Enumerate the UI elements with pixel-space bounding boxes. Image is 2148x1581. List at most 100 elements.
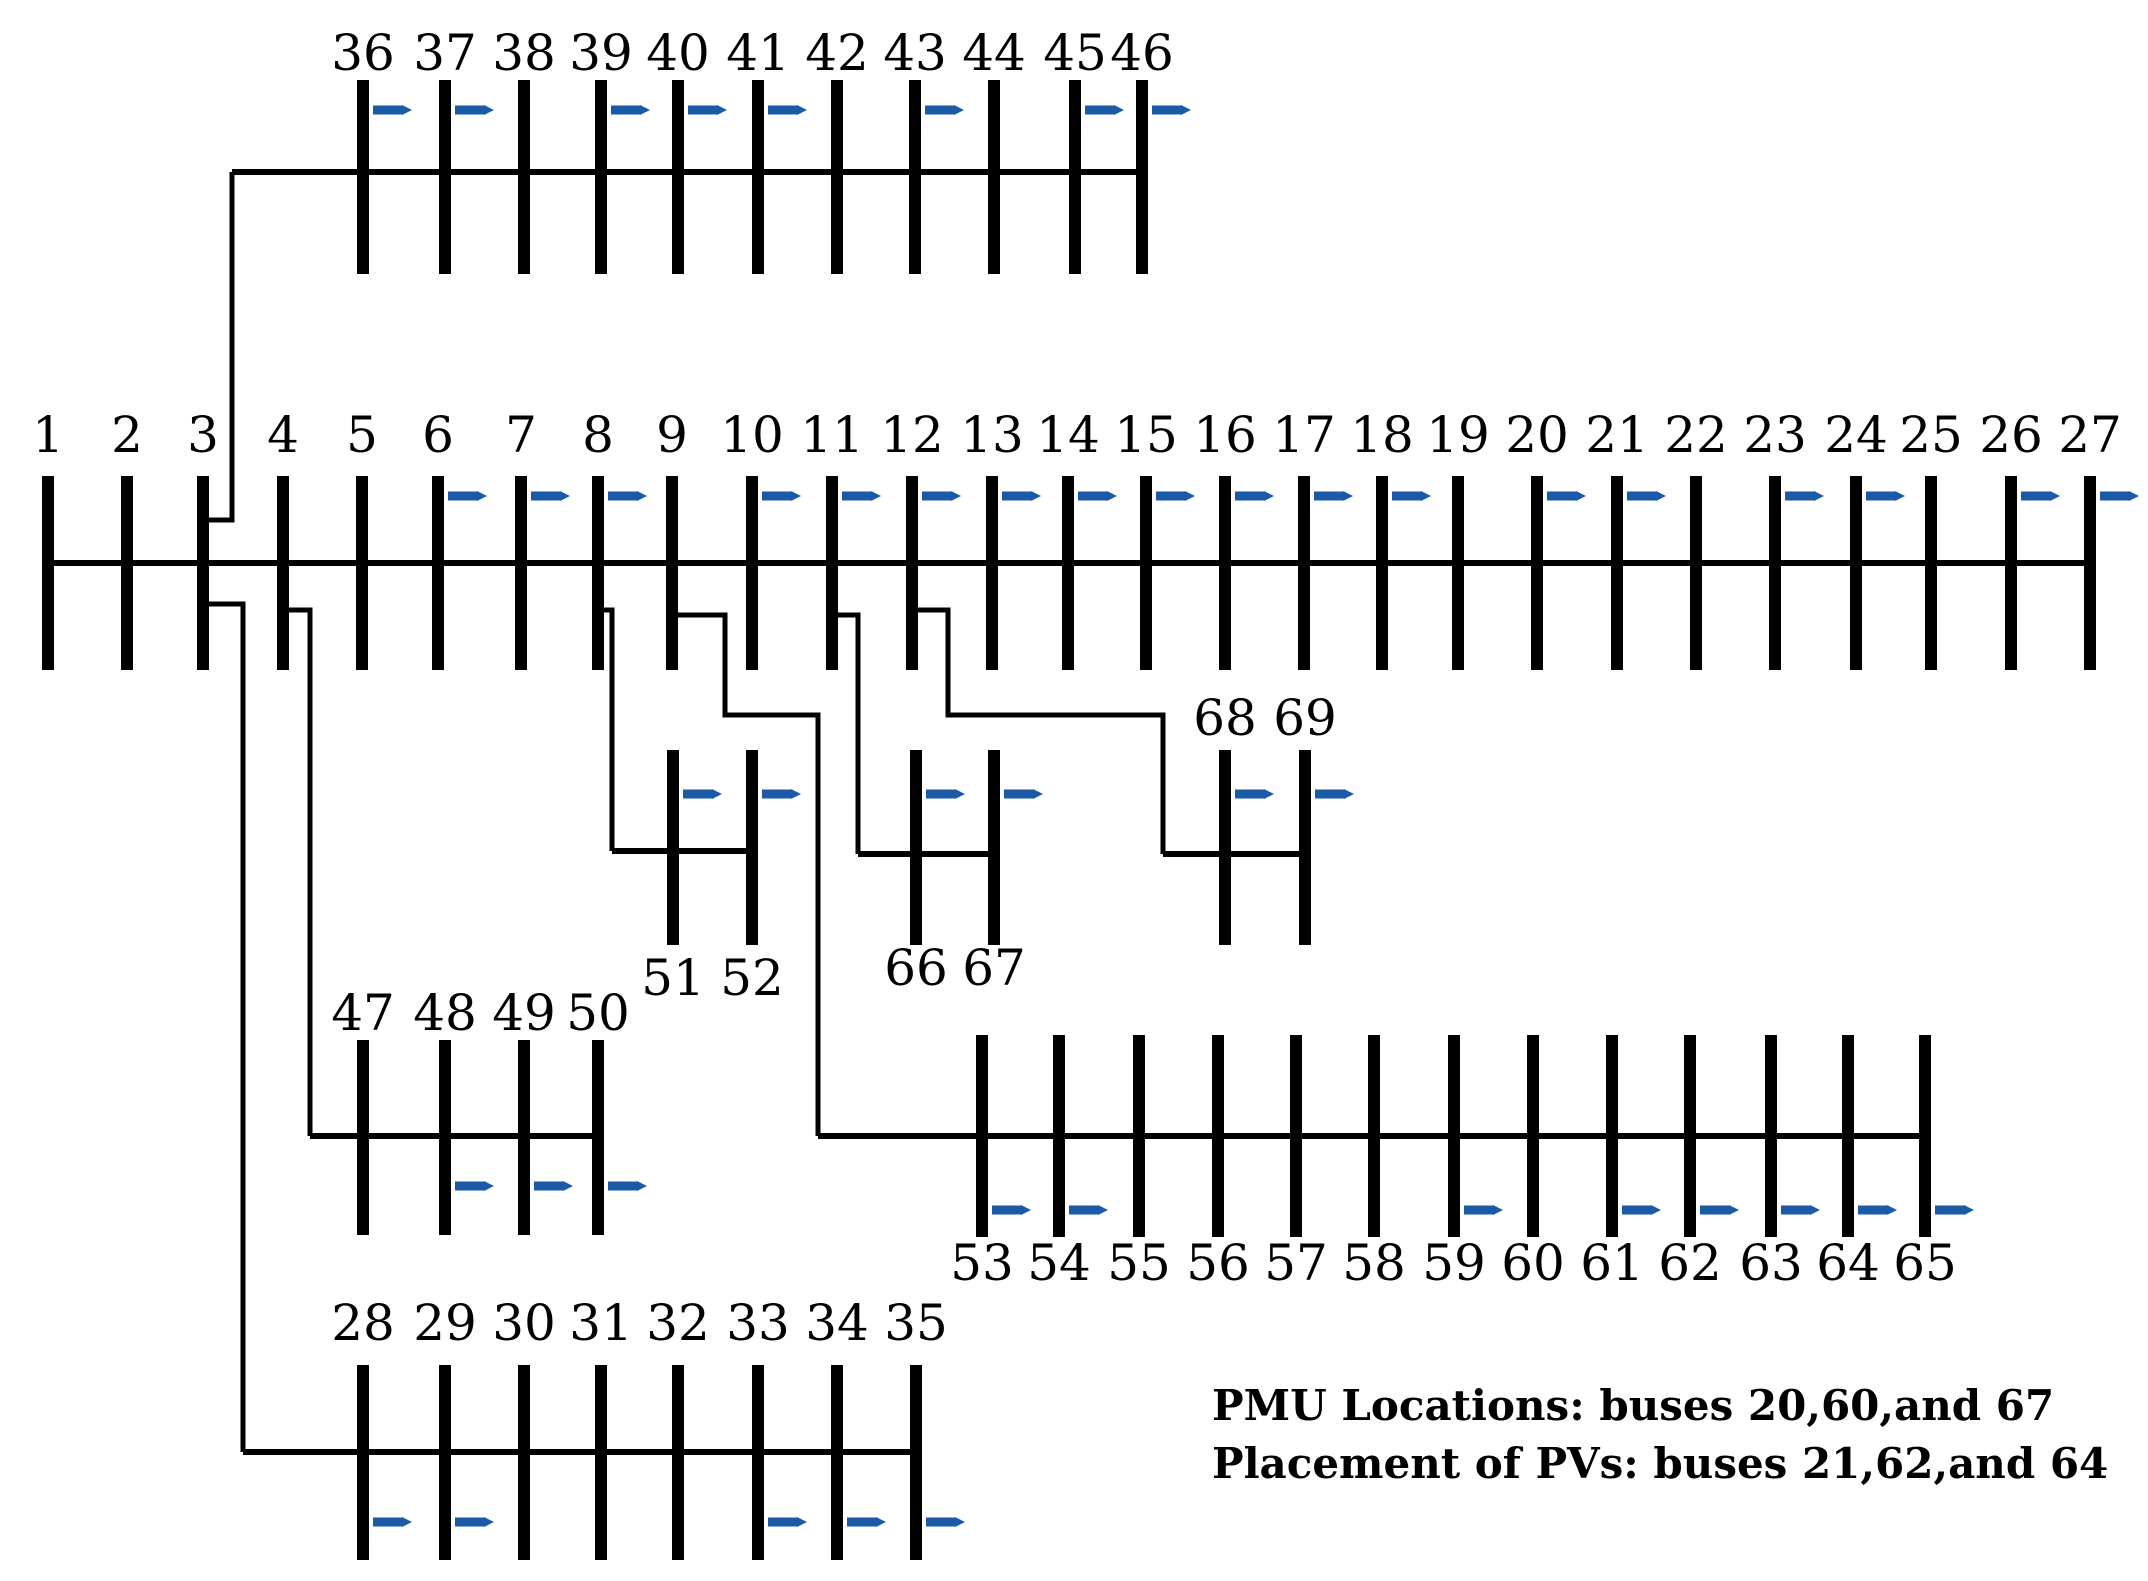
bus-label: 24 <box>1824 406 1888 464</box>
bus-60: 60 <box>1501 1035 1565 1292</box>
bus-label: 16 <box>1193 406 1257 464</box>
connector-line <box>672 612 821 1136</box>
bus-13: 13 <box>960 406 1041 670</box>
bus-66: 66 <box>884 750 965 997</box>
bus-2: 2 <box>111 406 143 670</box>
bus-label: 30 <box>492 1294 556 1352</box>
bus-43: 43 <box>883 24 964 274</box>
bus-label: 18 <box>1350 406 1414 464</box>
bus-label: 63 <box>1739 1234 1803 1292</box>
bus-18: 18 <box>1350 406 1431 670</box>
bus-label: 3 <box>187 406 219 464</box>
bus-label: 26 <box>1979 406 2043 464</box>
bus-label: 48 <box>413 984 477 1042</box>
bus-label: 57 <box>1264 1234 1328 1292</box>
bus-54: 54 <box>1027 1035 1108 1292</box>
connector-line <box>912 607 1166 854</box>
bus-label: 64 <box>1816 1234 1880 1292</box>
bus-47: 47 <box>331 984 395 1235</box>
bus-label: 58 <box>1342 1234 1406 1292</box>
bus-51: 51 <box>641 750 722 1007</box>
bus-62: 62 <box>1658 1035 1739 1292</box>
bus-label: 61 <box>1580 1234 1644 1292</box>
bus-52: 52 <box>720 750 801 1007</box>
bus-10: 10 <box>720 406 801 670</box>
bus-30: 30 <box>492 1294 556 1560</box>
bus-label: 20 <box>1505 406 1569 464</box>
bus-55: 55 <box>1107 1035 1171 1292</box>
lateral-connectors <box>203 172 1166 1452</box>
bus-37: 37 <box>413 24 494 274</box>
bus-26: 26 <box>1979 406 2060 670</box>
bus-50: 50 <box>566 984 647 1235</box>
bus-57: 57 <box>1264 1035 1328 1292</box>
bus-5: 5 <box>346 406 378 670</box>
bus-56: 56 <box>1186 1035 1250 1292</box>
bus-15: 15 <box>1114 406 1195 670</box>
bus-19: 19 <box>1426 406 1490 670</box>
bus-label: 53 <box>950 1234 1014 1292</box>
bus-label: 21 <box>1585 406 1649 464</box>
bus-label: 23 <box>1743 406 1807 464</box>
bus-label: 22 <box>1664 406 1728 464</box>
connector-line <box>203 601 246 1452</box>
bus-63: 63 <box>1739 1035 1820 1292</box>
bus-label: 2 <box>111 406 143 464</box>
bus-24: 24 <box>1824 406 1905 670</box>
bus-65: 65 <box>1893 1035 1974 1292</box>
bus-4: 4 <box>267 406 299 670</box>
bus-20: 20 <box>1505 406 1586 670</box>
bus-label: 49 <box>492 984 556 1042</box>
connector-line <box>203 172 235 523</box>
bus-label: 28 <box>331 1294 395 1352</box>
bus-40: 40 <box>646 24 727 274</box>
bus-label: 29 <box>413 1294 477 1352</box>
bus-label: 41 <box>726 24 790 82</box>
bus-label: 27 <box>2058 406 2122 464</box>
bus-45: 45 <box>1043 24 1124 274</box>
bus-label: 12 <box>880 406 944 464</box>
bus-label: 17 <box>1272 406 1336 464</box>
bus-label: 54 <box>1027 1234 1091 1292</box>
bus-27: 27 <box>2058 406 2139 670</box>
bus-label: 60 <box>1501 1234 1565 1292</box>
bus-42: 42 <box>805 24 869 274</box>
bus-38: 38 <box>492 24 556 274</box>
bus-23: 23 <box>1743 406 1824 670</box>
bus-41: 41 <box>726 24 807 274</box>
bus-25: 25 <box>1899 406 1963 670</box>
bus-label: 62 <box>1658 1234 1722 1292</box>
bus-label: 7 <box>505 406 537 464</box>
pv-placement-note: Placement of PVs: buses 21,62,and 64 <box>1212 1439 2108 1488</box>
bus-label: 8 <box>582 406 614 464</box>
bus-label: 42 <box>805 24 869 82</box>
bus-label: 4 <box>267 406 299 464</box>
bus-17: 17 <box>1272 406 1353 670</box>
bus-36: 36 <box>331 24 412 274</box>
bus-label: 39 <box>569 24 633 82</box>
bus-67: 67 <box>962 750 1043 997</box>
bus-label: 11 <box>800 406 864 464</box>
bus-label: 5 <box>346 406 378 464</box>
bus-21: 21 <box>1585 406 1666 670</box>
bus-label: 14 <box>1036 406 1100 464</box>
bus-28: 28 <box>331 1294 412 1560</box>
bus-label: 40 <box>646 24 710 82</box>
bus-49: 49 <box>492 984 573 1235</box>
bus-39: 39 <box>569 24 650 274</box>
bus-label: 33 <box>726 1294 790 1352</box>
bus-label: 55 <box>1107 1234 1171 1292</box>
bus-64: 64 <box>1816 1035 1897 1292</box>
bus-label: 9 <box>656 406 688 464</box>
bus-33: 33 <box>726 1294 807 1560</box>
bus-label: 59 <box>1422 1234 1486 1292</box>
connector-line <box>283 607 313 1136</box>
bus-68: 68 <box>1193 689 1274 945</box>
bus-label: 1 <box>32 406 64 464</box>
bus-8: 8 <box>582 406 647 670</box>
